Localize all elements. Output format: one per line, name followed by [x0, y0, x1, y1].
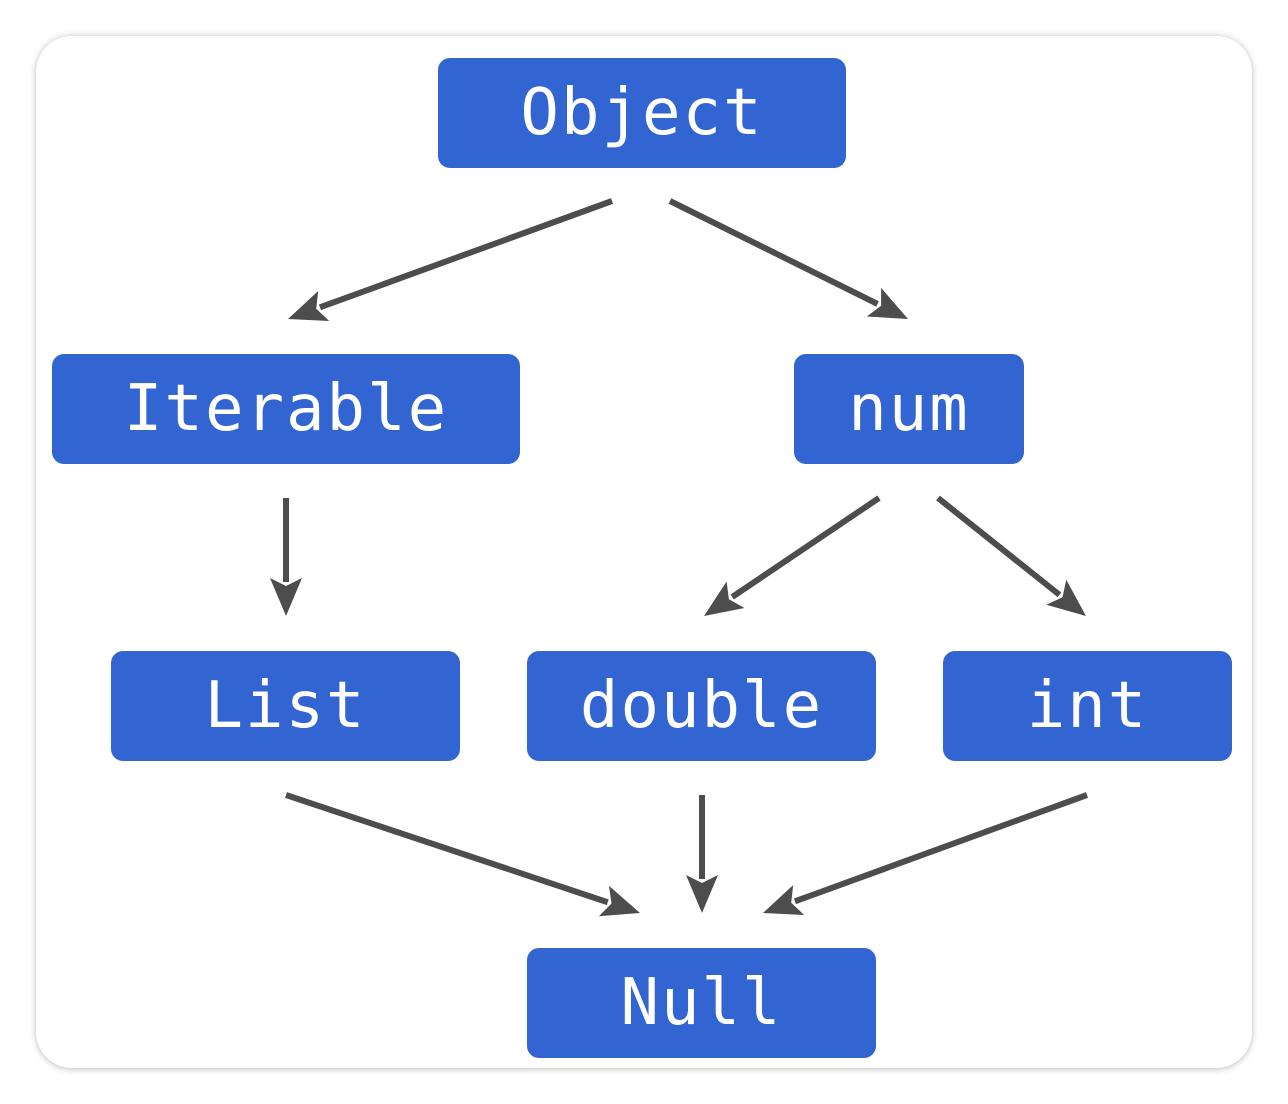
node-null-label: Null — [620, 966, 783, 1040]
node-int-label: int — [1026, 669, 1149, 743]
arrowhead-int-to-null — [763, 885, 805, 915]
edge-num-to-int — [936, 495, 1062, 598]
node-object: Object — [438, 58, 846, 168]
arrowhead-object-to-iterable — [288, 291, 330, 321]
node-iterable: Iterable — [52, 354, 520, 464]
arrowhead-num-to-double — [704, 581, 745, 616]
arrowhead-object-to-num — [866, 287, 908, 319]
arrowhead-iterable-to-list — [270, 578, 302, 616]
node-list-label: List — [204, 669, 367, 743]
node-list: List — [111, 651, 460, 761]
node-num: num — [794, 354, 1024, 464]
node-num-label: num — [848, 372, 970, 446]
edge-object-to-num — [668, 198, 879, 307]
edge-list-to-null — [285, 792, 609, 906]
arrowhead-double-to-null — [686, 875, 718, 913]
edge-int-to-null — [793, 792, 1089, 905]
edge-num-to-double — [730, 495, 881, 600]
edge-object-to-iterable — [318, 198, 614, 311]
arrowhead-list-to-null — [598, 885, 640, 917]
node-double: double — [527, 651, 876, 761]
node-iterable-label: Iterable — [123, 372, 449, 446]
node-double-label: double — [579, 669, 824, 743]
node-object-label: Object — [520, 76, 764, 150]
diagram-card — [36, 36, 1252, 1068]
node-int: int — [943, 651, 1232, 761]
arrowhead-num-to-int — [1046, 579, 1086, 616]
node-null: Null — [527, 948, 876, 1058]
